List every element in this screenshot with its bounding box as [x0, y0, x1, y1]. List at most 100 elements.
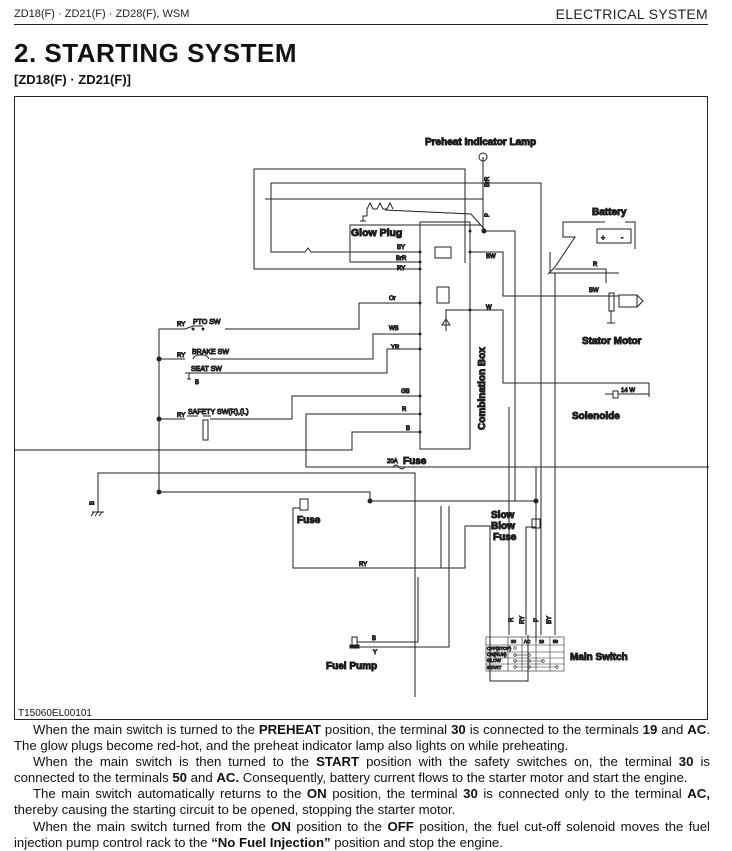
bold-term: 30	[463, 786, 478, 802]
slow-blow-label-1: Slow	[491, 510, 515, 521]
paragraph-preheat: When the main switch is turned to the PR…	[14, 722, 710, 754]
battery-minus: -	[621, 235, 624, 242]
figure-id: T15060EL00101	[18, 708, 92, 719]
ms-col-30: 30	[511, 639, 517, 644]
wire-label-ground-b: B	[90, 501, 96, 505]
seat-switch-icon	[185, 369, 210, 380]
ms-col-19: 19	[539, 639, 545, 644]
text-run: When the main switch is then turned to t…	[33, 754, 317, 770]
glow-relay-icon	[434, 246, 452, 259]
wire-small-fuse	[292, 498, 442, 569]
bold-term: AC.	[216, 770, 240, 786]
wire-label-starter-bw: BW	[589, 288, 599, 294]
header-section-name: ELECTRICAL SYSTEM	[555, 6, 708, 22]
wire-battery	[547, 221, 605, 275]
text-run: thereby causing the starting circuit to …	[14, 802, 456, 818]
bold-term: AC,	[687, 786, 710, 802]
ms-row-on: ON(RUN)	[487, 652, 507, 657]
main-switch-table	[485, 636, 565, 672]
slow-blow-label-2: Blow	[491, 521, 515, 532]
wire-label-gb: GB	[401, 389, 410, 395]
description-text: When the main switch is turned to the PR…	[14, 722, 710, 851]
wire-label-by: BY	[397, 245, 405, 251]
header-model-list: ZD18(F) · ZD21(F) · ZD28(F), WSM	[14, 8, 190, 20]
wire-label-b: B	[406, 426, 410, 432]
wiring-diagram-frame: Preheat Indicator Lamp Glow Plug Battery…	[14, 96, 709, 720]
wiring-diagram: Preheat Indicator Lamp Glow Plug Battery…	[15, 137, 709, 697]
starter-relay-icon	[436, 286, 450, 304]
wire-r	[305, 413, 709, 468]
wire-label-ms-by: BY	[547, 616, 553, 624]
pto-switch-label: PTO SW	[193, 319, 221, 326]
wire-wb	[210, 333, 420, 360]
small-fuse-label: Fuse	[297, 515, 321, 526]
text-run: position to the	[290, 818, 388, 834]
wire-label-pto-ry: RY	[177, 322, 185, 328]
bold-term: ON	[306, 786, 327, 802]
pto-switch-icon	[184, 325, 205, 331]
text-run: position, the terminal	[326, 786, 464, 802]
combination-box	[419, 221, 471, 450]
wire-gb	[210, 395, 420, 420]
wire-battery-neg	[625, 221, 636, 249]
wire-label-lamp: BrR	[485, 176, 491, 187]
small-fuse-icon	[299, 498, 309, 511]
bold-term: START	[316, 754, 360, 770]
bold-term: 50	[172, 770, 188, 786]
bold-term: “No Fuel Injection”	[211, 834, 331, 850]
wire-label-starter-r: R	[593, 262, 598, 268]
wire-label-bw: BW	[486, 254, 496, 260]
paragraph-off: When the main switch turned from the ON …	[14, 819, 710, 851]
bold-term: 30	[678, 754, 694, 770]
wire-label-fuse-ry: RY	[359, 562, 367, 568]
wire-label-ms-p: P	[534, 618, 540, 622]
wire-yr	[210, 348, 420, 374]
text-run: . The glow plugs become red-hot, and the…	[14, 722, 710, 754]
slow-blow-label-3: Fuse	[493, 532, 517, 543]
junction-dots	[156, 228, 539, 504]
wire-label-seat-b: B	[195, 380, 199, 386]
wire-outer-loop-1	[253, 168, 466, 270]
text-run: position, the terminal	[320, 722, 452, 737]
wire-junction-right	[484, 230, 516, 407]
paragraph-start: When the main switch is then turned to t…	[14, 754, 710, 786]
wire-label-or: Or	[389, 296, 396, 302]
fuse-20a-icon	[392, 464, 406, 470]
ms-row-off: OFF(STOP)	[487, 646, 512, 651]
bold-term: PREHEAT	[258, 722, 321, 737]
text-run: is connected only to the terminal	[477, 786, 688, 802]
solenoid-label: Solenoide	[572, 411, 620, 422]
wire-label-ry: RY	[397, 266, 405, 272]
ms-row-start: START	[487, 665, 502, 670]
wire-label-yr: YR	[391, 345, 400, 351]
fuel-pump-label: Fuel Pump	[326, 661, 377, 672]
ms-col-ac: AC	[524, 639, 531, 644]
preheat-lamp-icon	[478, 152, 488, 162]
preheat-lamp-label: Preheat Indicator Lamp	[425, 137, 536, 148]
wire-label-ms-r: R	[509, 617, 515, 622]
wire-label-pump-y: Y	[373, 650, 377, 656]
wire-outer-loop-2	[270, 182, 542, 563]
wire-label-lamp-p: P	[485, 213, 491, 217]
fuse-20a-rating: 20A	[387, 459, 398, 465]
glow-plug-label: Glow Plug	[351, 227, 402, 239]
starter-motor-icon	[607, 292, 644, 324]
wire-pump-y	[357, 506, 450, 648]
battery-label: Battery	[592, 207, 627, 218]
solenoid-icon	[605, 387, 650, 399]
text-run: and	[187, 770, 217, 786]
wire-label-brake-ry: RY	[177, 353, 185, 359]
main-switch-contacts	[513, 646, 559, 669]
text-run: When the main switch is turned to the	[33, 722, 259, 737]
combination-box-label: Combination Box	[477, 347, 488, 430]
bold-term: ON	[271, 818, 291, 834]
fuse-20a-label: Fuse	[403, 456, 427, 467]
seat-switch-label: SEAT SW	[191, 366, 222, 373]
wire-or	[225, 302, 420, 330]
safety-switch-icon	[187, 415, 211, 441]
text-run: and	[657, 722, 688, 737]
text-run: The main switch automatically returns to…	[33, 786, 307, 802]
header-divider	[14, 24, 708, 25]
text-run: position, the fuel cut-off solenoid move…	[14, 818, 710, 850]
wire-label-safety-ry: RY	[177, 413, 185, 419]
